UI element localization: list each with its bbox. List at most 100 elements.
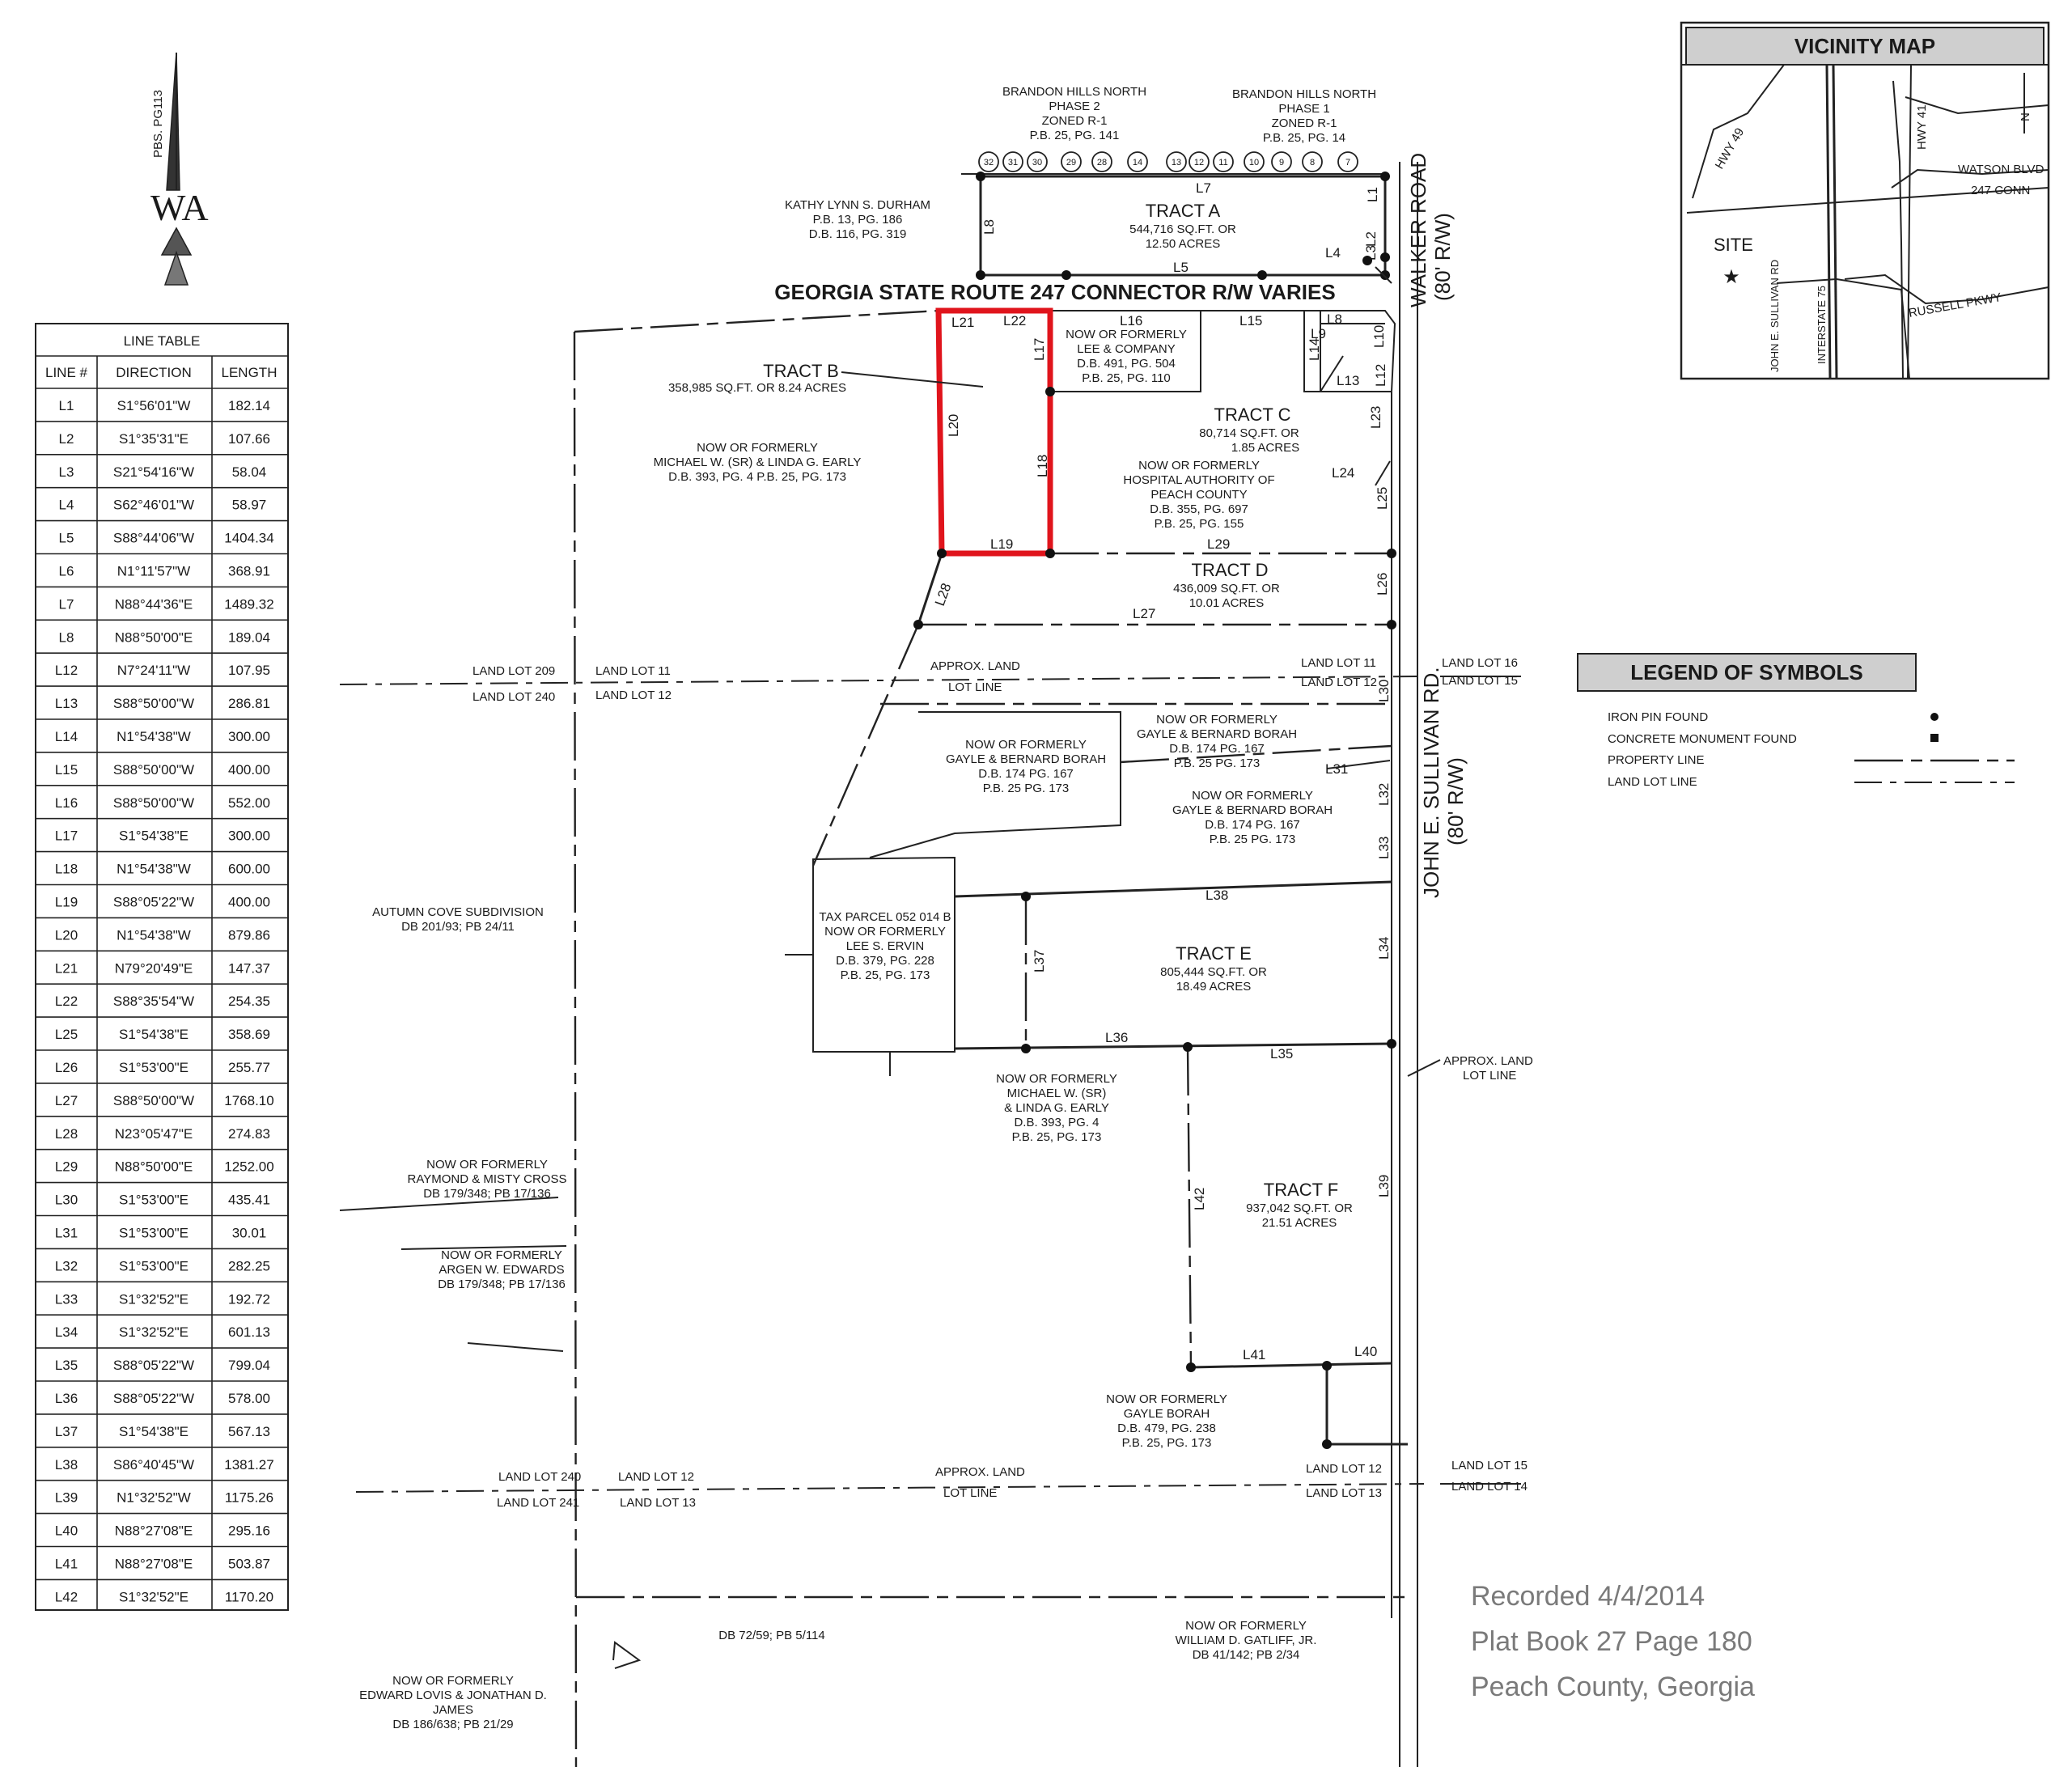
line-table-cell: L28 [55, 1126, 78, 1142]
line-table-cell: N79°20'49"E [115, 960, 193, 976]
owner-borah4-line: D.B. 479, PG. 238 [1117, 1422, 1216, 1435]
line-table-cell: S1°54'38"E [119, 828, 189, 844]
line-table-cell: 147.37 [228, 960, 270, 976]
line-table-cell: N1°54'38"W [117, 862, 191, 877]
owner-early1-line: NOW OR FORMERLY [697, 441, 818, 455]
line-labels: L21 L22 L16 L15 L8 L9 L13 L14 L10 L12 L1… [932, 311, 1392, 1362]
lot-circle [1166, 151, 1187, 172]
line-table-cell: L32 [55, 1258, 78, 1273]
line-label-L14: L14 [1307, 338, 1322, 361]
line-label-L22: L22 [1003, 313, 1026, 328]
land-lot-12-b: LAND LOT 12 [1301, 676, 1377, 689]
line-table-cell: 30.01 [232, 1226, 267, 1241]
recorded-county: Peach County, Georgia [1471, 1672, 1755, 1702]
line-table-cell: 300.00 [228, 828, 270, 844]
tract-d-name: TRACT D [1192, 560, 1269, 580]
owner-borah1-line: P.B. 25 PG. 173 [1174, 756, 1260, 770]
owner-borah1-line: NOW OR FORMERLY [1156, 713, 1278, 727]
line-table-cell: 435.41 [228, 1193, 270, 1208]
line-table-cell: L38 [55, 1457, 78, 1472]
tract-d-area2: 10.01 ACRES [1189, 596, 1265, 610]
owner-edwards-line: ARGEN W. EDWARDS [439, 1263, 564, 1277]
line-label-L25: L25 [1375, 487, 1390, 510]
line-table-cell: L12 [55, 663, 78, 678]
tract-c-area1: 80,714 SQ.FT. OR [1199, 426, 1299, 440]
line-table-cell: N88°44'36"E [115, 596, 193, 612]
tract-a-area1: 544,716 SQ.FT. OR [1129, 222, 1236, 236]
vicinity-247-label: 247 CONN [1971, 184, 2030, 197]
owner-james-line: NOW OR FORMERLY [392, 1674, 514, 1688]
owner-borah2-line: P.B. 25 PG. 173 [983, 782, 1069, 795]
line-label-L5: L5 [1173, 260, 1189, 275]
land-lot-12-a: LAND LOT 12 [595, 689, 672, 702]
line-table-cell: S86°40'45"W [113, 1457, 194, 1472]
line-table-cell: N88°50'00"E [115, 629, 193, 645]
line-label-L29: L29 [1207, 536, 1230, 552]
line-table-cell: 1768.10 [224, 1093, 273, 1108]
line-table-cell: 503.87 [228, 1557, 270, 1572]
lot-circle [1027, 151, 1048, 172]
lot-circle [1127, 151, 1148, 172]
bhn2-line2: PHASE 2 [1049, 100, 1100, 113]
legend-iron-pin-label: IRON PIN FOUND [1608, 710, 1708, 724]
line-table-cell: S88°50'00"W [113, 762, 194, 778]
line-table-cell: 358.69 [228, 1027, 270, 1042]
line-table-cell: 182.14 [228, 398, 270, 413]
lot-number: 10 [1249, 158, 1259, 167]
line-table-cell: L20 [55, 927, 78, 943]
line-label-L39: L39 [1376, 1175, 1392, 1197]
line-label-L21: L21 [951, 315, 974, 330]
land-lot-240-b: LAND LOT 240 [498, 1470, 581, 1484]
line-table-header-direction: DIRECTION [116, 365, 192, 380]
owner-ervin-line: LEE S. ERVIN [846, 939, 924, 953]
lot-number: 7 [1345, 158, 1350, 167]
line-label-L16: L16 [1120, 313, 1142, 328]
line-table-cell: 799.04 [228, 1358, 270, 1373]
sullivan-road-rw: (80' R/W) [1443, 757, 1468, 845]
line-label-L12: L12 [1373, 364, 1388, 387]
line-table-cell: 600.00 [228, 862, 270, 877]
owner-borah1-line: D.B. 174 PG. 167 [1169, 742, 1265, 756]
land-lot-240-a: LAND LOT 240 [472, 690, 555, 704]
approx-land-1: APPROX. LAND [930, 659, 1020, 673]
approx-lot-line-3: LOT LINE [943, 1486, 997, 1500]
line-table-cell: S88°05'22"W [113, 1358, 194, 1373]
line-table-cell: N1°54'38"W [117, 927, 191, 943]
owner-hospital-line: D.B. 355, PG. 697 [1150, 502, 1248, 516]
owner-early1-line: D.B. 393, PG. 4 P.B. 25, PG. 173 [668, 470, 846, 484]
land-lot-11-b: LAND LOT 11 [1301, 656, 1376, 670]
line-label-L36: L36 [1105, 1030, 1128, 1045]
lot-circle [1213, 151, 1234, 172]
line-table-cell: 58.04 [232, 464, 267, 480]
tract-e-area2: 18.49 ACRES [1176, 980, 1252, 994]
owner-cross-line: NOW OR FORMERLY [426, 1158, 548, 1172]
recorded-stamp: Recorded 4/4/2014 Plat Book 27 Page 180 … [1471, 1581, 1755, 1702]
vicinity-sullivan-label: JOHN E. SULLIVAN RD [1769, 260, 1781, 372]
line-table-header-length: LENGTH [222, 365, 278, 380]
owner-james-line: DB 186/638; PB 21/29 [392, 1718, 513, 1731]
lot-number: 11 [1218, 158, 1227, 167]
line-table-cell: 300.00 [228, 729, 270, 744]
owner-early1-line: MICHAEL W. (SR) & LINDA G. EARLY [654, 456, 862, 469]
line-table-cell: L3 [59, 464, 74, 480]
vicinity-hwy41-label: HWY 41 [1915, 104, 1929, 150]
line-table-cell: S88°05'22"W [113, 895, 194, 910]
approx-land-3: APPROX. LAND [935, 1465, 1025, 1479]
line-label-L18: L18 [1035, 455, 1050, 477]
tract-a-area2: 12.50 ACRES [1146, 237, 1221, 251]
site-star-icon: ★ [1722, 266, 1740, 288]
line-table-cell: 295.16 [228, 1523, 270, 1539]
line-table-title: LINE TABLE [124, 333, 201, 349]
owner-durham-line: KATHY LYNN S. DURHAM [785, 198, 930, 212]
owner-gatliff-line: DB 41/142; PB 2/34 [1193, 1648, 1300, 1662]
line-table-header-line: LINE # [45, 365, 88, 380]
line-table-cell: 255.77 [228, 1060, 270, 1075]
tract-f-area2: 21.51 ACRES [1262, 1216, 1337, 1230]
owner-borah4-line: P.B. 25, PG. 173 [1122, 1436, 1212, 1450]
owner-hospital-line: HOSPITAL AUTHORITY OF [1123, 473, 1274, 487]
bhn1-line4: P.B. 25, PG. 14 [1263, 131, 1345, 145]
line-label-L28: L28 [932, 581, 955, 608]
owner-ervin-line: D.B. 379, PG. 228 [836, 954, 934, 968]
line-table-cell: L18 [55, 862, 78, 877]
owner-early2-line: NOW OR FORMERLY [996, 1072, 1117, 1086]
